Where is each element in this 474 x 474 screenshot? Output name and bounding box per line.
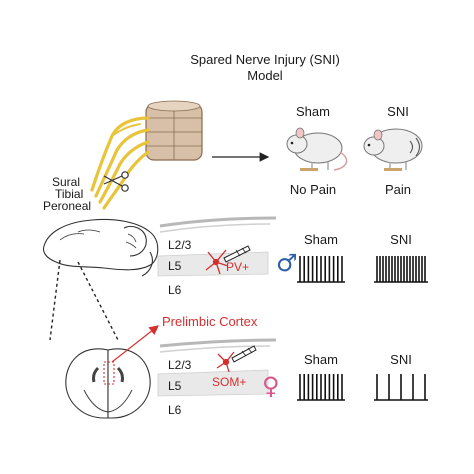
- female-symbol-icon: ♀: [262, 372, 280, 400]
- dotted-guide-right: [77, 261, 119, 341]
- female-sni-spike-train: [374, 374, 428, 401]
- male-sni-spike-train: [374, 256, 428, 283]
- title-line-2: Model: [247, 68, 283, 83]
- patch-pipette-icon: [231, 345, 257, 363]
- prelimbic-cortex-label: Prelimbic Cortex: [162, 314, 258, 329]
- nerve-label-tibial: Tibial: [55, 187, 83, 201]
- female-layer-l5: L5: [168, 379, 182, 393]
- male-layer-l6: L6: [168, 283, 182, 297]
- nerve-label-peroneal: Peroneal: [43, 199, 91, 213]
- nerve-label-sural: Sural: [52, 175, 80, 189]
- model-sham-label: Sham: [296, 104, 330, 119]
- prelimbic-region-marker: [103, 361, 115, 385]
- male-symbol-icon: ♂: [276, 249, 298, 277]
- male-sham-label: Sham: [304, 232, 338, 247]
- sciatic-nerve-icon: [90, 116, 150, 210]
- patch-pipette-icon: [223, 245, 251, 263]
- prelimbic-arrow: [111, 325, 159, 363]
- sni-mouse-icon: [363, 128, 423, 171]
- female-cell-type-label: SOM+: [212, 375, 246, 389]
- title-line-1: Spared Nerve Injury (SNI): [190, 52, 340, 67]
- female-layer-l23: L2/3: [168, 358, 192, 372]
- male-layer-l5: L5: [168, 259, 182, 273]
- male-sni-label: SNI: [390, 232, 412, 247]
- sham-outcome-label: No Pain: [290, 182, 336, 197]
- sham-mouse-icon: [286, 127, 348, 171]
- male-layer-l23: L2/3: [168, 238, 192, 252]
- sni-outcome-label: Pain: [385, 182, 411, 197]
- mouse-brain-sagittal-icon: [42, 218, 159, 277]
- female-sham-spike-train: [297, 374, 345, 401]
- pv-neuron-icon: [205, 249, 229, 275]
- coronal-brain-section-icon: [65, 348, 151, 419]
- female-sni-label: SNI: [390, 352, 412, 367]
- male-sham-spike-train: [297, 256, 345, 283]
- male-cell-type-label: PV+: [226, 260, 249, 274]
- som-neuron-icon: [216, 351, 235, 373]
- dotted-guide-left: [49, 259, 61, 341]
- spinal-cord-icon: [145, 100, 203, 161]
- female-sham-label: Sham: [304, 352, 338, 367]
- female-cortex-slice: [157, 338, 277, 397]
- scissors-icon: [103, 171, 129, 192]
- female-layer-l6: L6: [168, 403, 182, 417]
- model-sni-label: SNI: [387, 104, 409, 119]
